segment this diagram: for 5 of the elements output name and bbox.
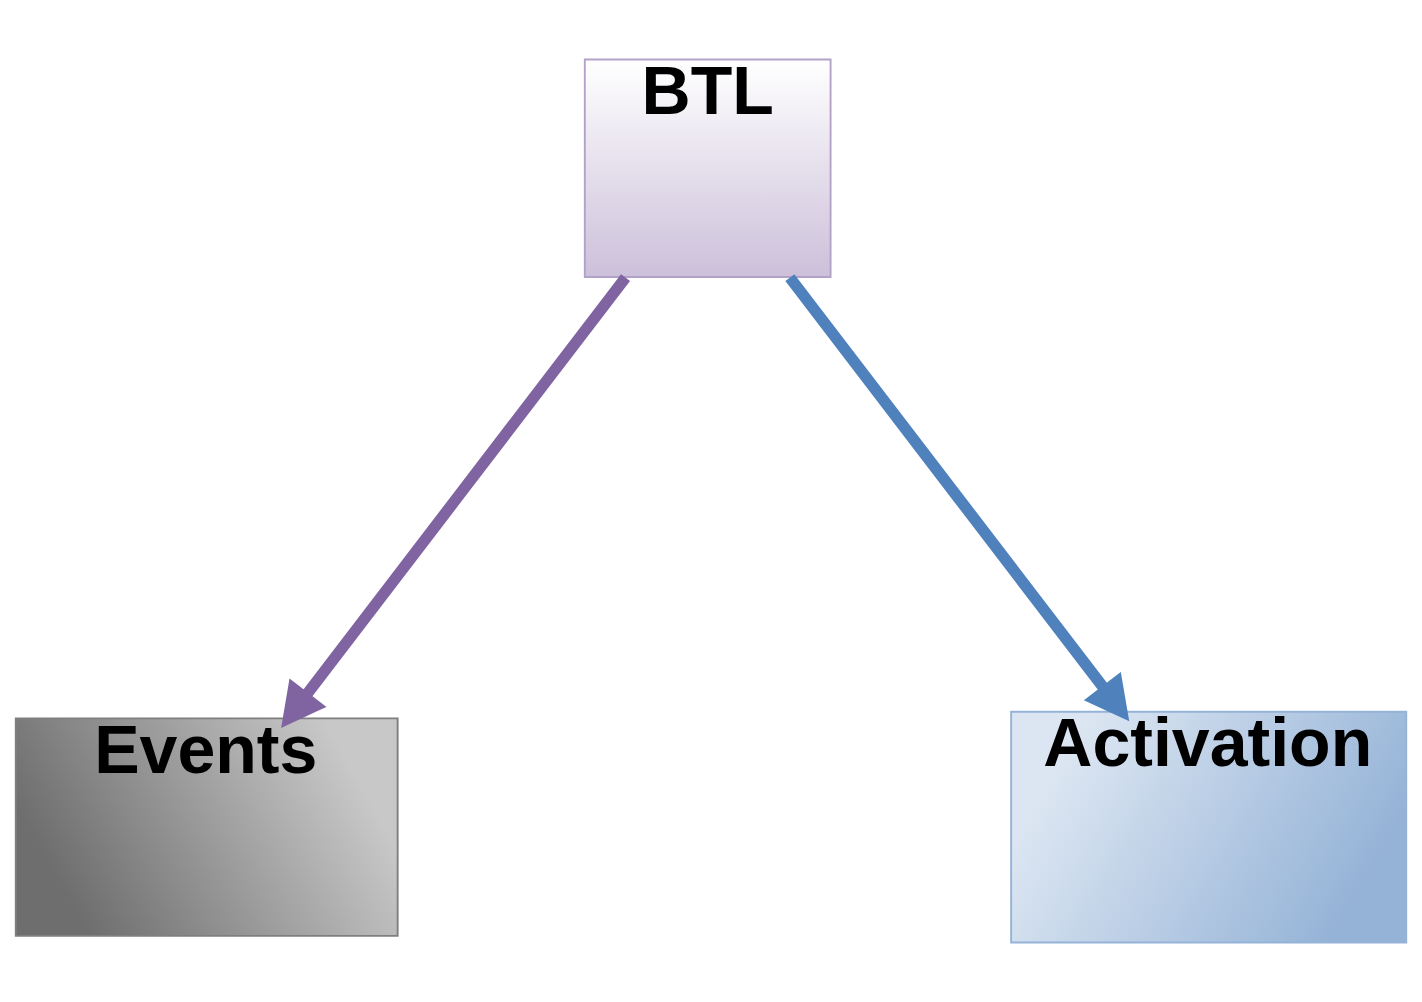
node-box: Events bbox=[14, 717, 399, 937]
node-box: BTL bbox=[583, 58, 832, 278]
arrow bbox=[785, 274, 1130, 722]
node-box: Activation bbox=[1010, 710, 1408, 944]
arrow bbox=[281, 274, 631, 728]
